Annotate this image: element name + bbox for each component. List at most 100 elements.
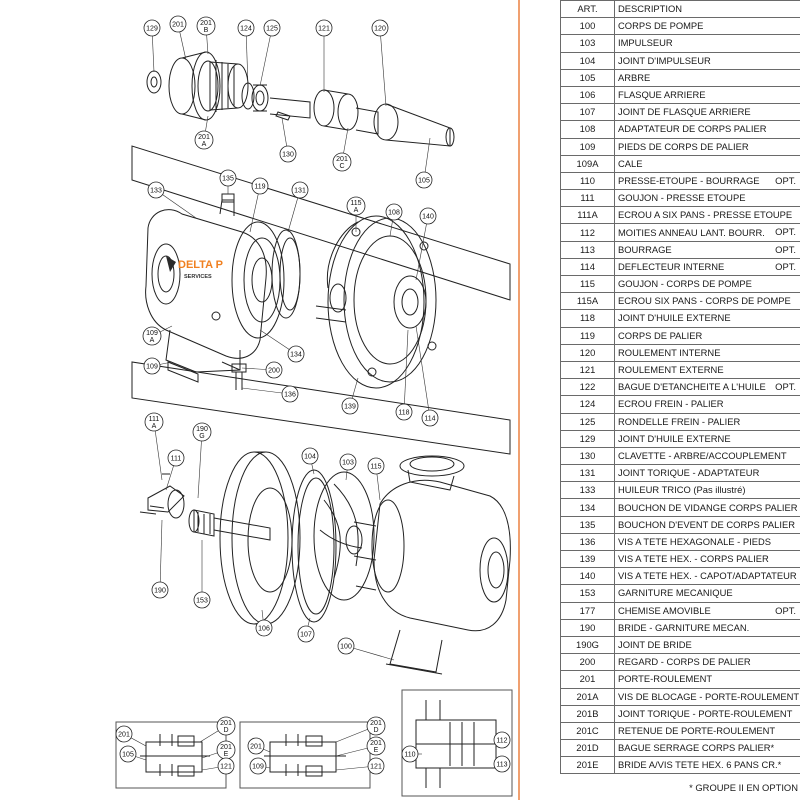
part-description-cell: BRIDE - GARNITURE MECAN. — [614, 618, 800, 637]
callout-c136: 136 — [281, 385, 299, 403]
callout-d113: 113 — [493, 755, 511, 773]
leader-line — [415, 215, 429, 281]
callout-c115a: 115A — [346, 196, 366, 216]
callout-circle — [385, 203, 403, 221]
callout-circle — [255, 619, 273, 637]
part-description-cell: BRIDE A/VIS TETE HEX. 6 PANS CR.* — [614, 756, 800, 775]
callout-label: 201 — [220, 720, 232, 727]
part-number: 121 — [560, 360, 615, 380]
callout-label: E — [374, 747, 379, 754]
callout-circle — [196, 16, 216, 36]
leader-line — [403, 329, 409, 413]
callout-c120: 120 — [371, 19, 389, 37]
part-description-cell: VIS A TETE HEXAGONALE - PIEDS — [614, 532, 800, 552]
part-description: BOUCHON D'EVENT DE CORPS PALIER — [618, 518, 795, 530]
callout-d201dm: 201D — [366, 716, 386, 736]
part-description: BRIDE A/VIS TETE HEX. 6 PANS CR.* — [618, 759, 782, 771]
callout-c201b: 201B — [196, 16, 216, 36]
callout-label: A — [152, 423, 157, 430]
part-number: 122 — [560, 378, 615, 397]
part-description: ECROU FREIN - PALIER — [618, 398, 724, 410]
callout-circle — [421, 409, 439, 427]
part-description: PIEDS DE CORPS DE PALIER — [618, 140, 749, 152]
callout-circle — [219, 169, 237, 187]
part-number: 109 — [560, 137, 615, 156]
callout-circle — [367, 457, 385, 475]
callout-circle — [366, 736, 386, 756]
callout-label: 200 — [268, 368, 280, 375]
callout-label: 100 — [340, 644, 352, 651]
part-description: DEFLECTEUR INTERNE — [618, 260, 725, 272]
callout-circle — [493, 731, 511, 749]
part-number: 201 — [560, 670, 615, 689]
part-description: HUILEUR TRICO (Pas illustré) — [618, 484, 746, 496]
bearing-frame — [145, 193, 285, 383]
part-description: BAGUE D'ETANCHEITE A L'HUILE — [618, 381, 766, 393]
callout-c125: 125 — [263, 19, 281, 37]
part-description-cell: GARNITURE MECANIQUE — [614, 584, 800, 603]
part-description: MOITIES ANNEAU LANT. BOURR. — [618, 226, 765, 238]
callout-label: 201 — [220, 744, 232, 751]
part-number: 105 — [560, 68, 615, 87]
callout-c124: 124 — [237, 19, 255, 37]
callout-label: 113 — [496, 762, 507, 769]
optional-flag: OPT. — [775, 174, 796, 186]
callout-circle — [346, 196, 366, 216]
callout-c190: 190 — [151, 581, 169, 599]
callout-circle — [371, 19, 389, 37]
detail-box-middle — [239, 721, 371, 789]
callout-label: G — [199, 433, 204, 440]
callout-c118: 118 — [395, 403, 413, 421]
callout-label: A — [150, 337, 155, 344]
callout-c200: 200 — [265, 361, 283, 379]
callout-circle — [251, 177, 269, 195]
part-description-cell: CLAVETTE - ARBRE/ACCOUPLEMENT — [614, 446, 800, 466]
header-art: ART. — [560, 0, 615, 19]
callout-label: 111 — [149, 416, 160, 423]
callout-label: 120 — [374, 26, 386, 33]
part-number: 177 — [560, 601, 615, 620]
optional-flag: OPT. — [775, 226, 796, 238]
leader-line — [259, 27, 273, 87]
part-number: 133 — [560, 481, 615, 500]
part-number: 201C — [560, 721, 615, 741]
callout-label: 131 — [294, 188, 306, 195]
part-description-cell: JOINT DE BRIDE — [614, 635, 800, 655]
callout-label: 201 — [200, 20, 212, 27]
bearing-end-cover-assembly — [146, 51, 249, 121]
callout-label: 201 — [172, 22, 184, 29]
callout-c133: 133 — [147, 181, 165, 199]
callout-c106: 106 — [255, 619, 273, 637]
part-number: 100 — [560, 17, 615, 36]
callout-c109: 109 — [143, 357, 161, 375]
part-number: 108 — [560, 120, 615, 139]
optional-flag: OPT. — [775, 381, 796, 393]
part-description: ECROU SIX PANS - CORPS DE POMPE — [618, 295, 791, 307]
part-number: 113 — [560, 240, 615, 259]
impeller — [313, 471, 375, 601]
part-description-cell: MOITIES ANNEAU LANT. BOURR. OPT. — [614, 223, 800, 242]
part-description: IMPULSEUR — [618, 37, 673, 49]
part-description: GOUJON - PRESSE ETOUPE — [618, 192, 746, 204]
part-description: BAGUE SERRAGE CORPS PALIER* — [618, 742, 775, 754]
callout-circle — [279, 145, 297, 163]
callout-circle — [401, 745, 419, 763]
callout-circle — [249, 757, 267, 775]
callout-c111a: 111A — [144, 412, 164, 432]
part-description-cell: HUILEUR TRICO (Pas illustré) — [614, 481, 800, 500]
seal-gland-assembly — [139, 473, 185, 519]
part-description-cell: REGARD - CORPS DE PALIER — [614, 653, 800, 672]
callout-label: 119 — [254, 184, 265, 191]
part-description: ADAPTATEUR DE CORPS PALIER — [618, 123, 767, 135]
